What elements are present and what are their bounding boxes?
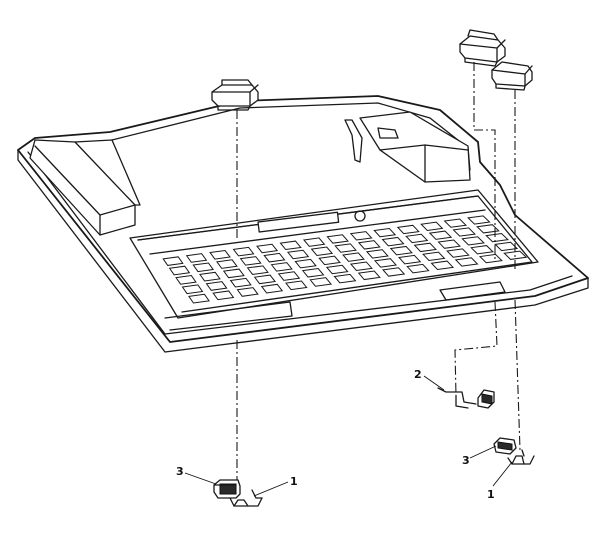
keycap xyxy=(209,249,231,260)
keycap xyxy=(349,231,373,241)
keycap xyxy=(333,273,357,284)
keycap xyxy=(309,277,332,287)
keycap xyxy=(256,243,279,254)
keycap xyxy=(373,227,397,238)
keycap xyxy=(185,253,208,263)
callout-label: 3 xyxy=(176,465,184,478)
callout-2-right: 2 xyxy=(414,368,445,391)
keycap xyxy=(430,260,455,271)
keycap xyxy=(181,284,204,295)
assembly-lines xyxy=(236,62,521,482)
foot-part-top-right-2 xyxy=(491,61,533,91)
keycap xyxy=(277,271,301,281)
keycap xyxy=(236,287,259,297)
keycap xyxy=(192,262,215,273)
keycap xyxy=(279,240,302,251)
keycap xyxy=(168,265,191,276)
keycap xyxy=(420,221,444,231)
keycap xyxy=(467,215,491,225)
keycap xyxy=(302,237,326,247)
keycap xyxy=(454,257,479,267)
keyboard-panel xyxy=(17,95,589,353)
keycap xyxy=(405,233,429,244)
keycap xyxy=(216,259,238,269)
bumper-part-right-lower xyxy=(493,437,517,455)
keycap xyxy=(205,281,228,291)
keycap xyxy=(325,264,349,275)
keycap xyxy=(365,249,389,259)
keycap xyxy=(229,277,252,288)
keycap xyxy=(270,262,293,272)
keycap xyxy=(381,267,406,277)
keycap xyxy=(263,252,286,263)
keycap xyxy=(398,254,422,265)
key-grid xyxy=(162,215,528,304)
keycap xyxy=(334,243,357,253)
callout-3-left: 3 xyxy=(176,465,217,485)
foot-part-top-left xyxy=(211,79,259,111)
clip-part-right xyxy=(507,449,535,465)
keycap xyxy=(461,236,485,246)
keycap xyxy=(446,248,470,258)
keycap xyxy=(396,224,420,235)
callout-1-right: 1 xyxy=(487,461,513,501)
callout-label: 1 xyxy=(290,475,298,488)
clip-part-left xyxy=(229,489,263,507)
keycap xyxy=(476,224,500,234)
keycap xyxy=(301,267,325,278)
keycap xyxy=(232,246,255,257)
keycap xyxy=(239,256,262,266)
keycap xyxy=(310,246,334,257)
bumper-part-left xyxy=(213,479,241,499)
keycap xyxy=(212,290,235,301)
keycap xyxy=(470,245,494,255)
keycap xyxy=(326,234,349,244)
keycap xyxy=(253,274,277,285)
callout-label: 2 xyxy=(414,368,422,381)
keycap xyxy=(485,232,509,243)
callout-1-left: 1 xyxy=(253,475,298,497)
keycap xyxy=(443,218,468,228)
callout-label: 1 xyxy=(487,488,495,501)
spring-clip-part-right xyxy=(437,387,477,409)
keycap xyxy=(428,230,453,240)
keycap xyxy=(406,263,430,274)
keycap xyxy=(260,283,284,294)
keycap xyxy=(342,252,365,262)
keycap xyxy=(381,236,405,247)
keycap xyxy=(175,275,197,285)
keycap xyxy=(494,241,519,252)
keycap xyxy=(437,239,461,249)
keycap xyxy=(452,227,477,237)
keycap xyxy=(389,245,413,256)
keycap xyxy=(318,255,341,266)
keycap xyxy=(357,240,381,250)
bumper-part-right-upper xyxy=(477,389,495,409)
keycap xyxy=(478,253,503,264)
keycap xyxy=(246,265,269,275)
keycap xyxy=(188,293,210,304)
keycap xyxy=(357,270,381,281)
callout-3-right: 3 xyxy=(462,445,497,467)
keycap xyxy=(349,261,373,271)
keycap xyxy=(286,249,310,260)
keycap xyxy=(422,251,446,262)
keycap xyxy=(285,280,308,291)
keycap xyxy=(222,268,245,279)
keycap xyxy=(373,258,398,268)
callout-label: 3 xyxy=(462,454,470,467)
keycap xyxy=(162,256,184,266)
keycap xyxy=(413,242,437,253)
keycap xyxy=(199,271,221,282)
foot-part-top-right-1 xyxy=(459,29,506,67)
keycap xyxy=(294,258,317,269)
